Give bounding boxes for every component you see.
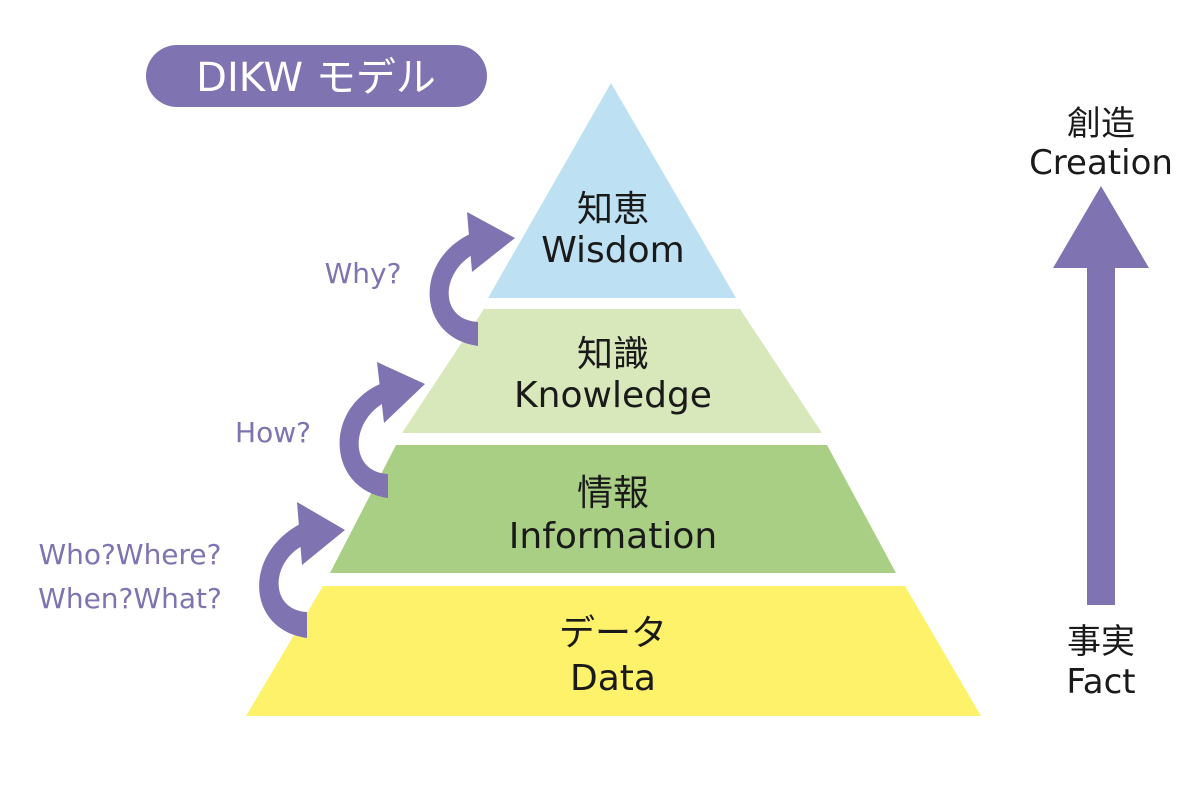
curved-arrow-icon [259,502,345,638]
question-why: Why? [325,257,402,290]
curved-arrow-icon [339,362,425,498]
data-label-en: Data [570,658,656,699]
information-label-jp: 情報 [577,473,649,514]
wisdom-label-en: Wisdom [541,230,685,271]
question-who-where: Who?Where? [38,538,221,571]
title-text: DIKW モデル [196,55,436,101]
data-label-jp: データ [559,613,667,654]
tier-knowledge [402,309,822,433]
wisdom-label-jp: 知恵 [577,189,649,230]
question-how: How? [235,416,311,449]
arrow-up-icon [1053,186,1149,268]
question-labels: Why? How? Who?Where? When?What? [38,257,401,615]
scale-top-jp: 創造 [1067,104,1135,144]
title-pill [146,45,487,107]
knowledge-label-jp: 知識 [577,334,649,375]
information-label-en: Information [509,516,717,557]
title-badge: DIKW モデル [146,45,487,107]
scale-bottom-en: Fact [1066,662,1135,702]
scale-bottom-jp: 事実 [1067,622,1135,662]
knowledge-label-en: Knowledge [514,375,712,416]
tier-information [330,445,896,573]
scale-top-en: Creation [1029,143,1173,183]
curved-arrows [259,212,515,638]
tier-data [246,586,981,716]
scale-arrow [1053,186,1149,605]
tier-labels: 知恵 Wisdom 知識 Knowledge 情報 Information デー… [509,189,717,699]
pyramid [246,83,981,716]
scale-labels: 創造 Creation 事実 Fact [1029,104,1173,702]
question-when-what: When?What? [38,582,222,615]
tier-wisdom [488,83,736,298]
curved-arrow-icon [429,212,515,346]
scale-arrow-shaft [1087,262,1115,605]
